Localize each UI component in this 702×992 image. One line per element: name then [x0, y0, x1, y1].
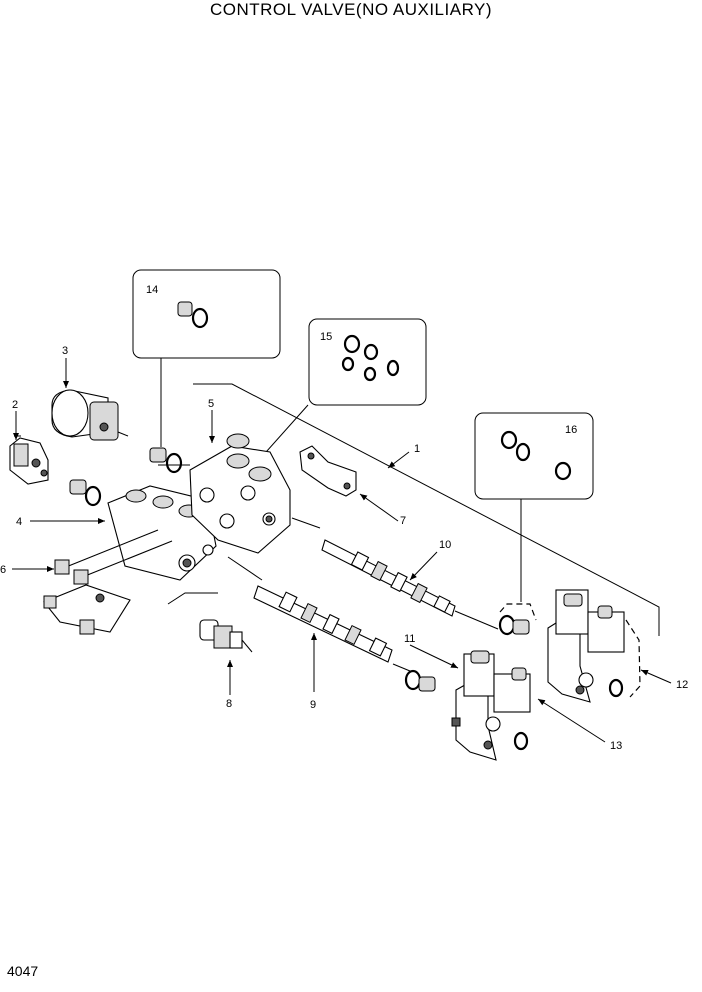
callout-1: 1 [414, 443, 420, 455]
seal-set-right [404, 614, 530, 692]
work-section-part-5 [189, 433, 291, 554]
spool-part-9 [253, 585, 393, 663]
page-number: 4047 [7, 963, 39, 979]
callout-7: 7 [400, 515, 406, 527]
seal-set-left [69, 447, 183, 507]
callout-labels: 1 2 3 4 5 6 7 8 9 10 11 12 13 14 15 16 [0, 284, 688, 752]
callout-13: 13 [610, 740, 622, 752]
kit-box-15 [308, 318, 427, 406]
callout-15: 15 [320, 331, 332, 343]
inlet-block-part-4 [107, 485, 217, 581]
callout-4: 4 [16, 516, 22, 528]
bracket-part-7 [299, 445, 357, 497]
callout-2: 2 [12, 399, 18, 411]
callout-8: 8 [226, 698, 232, 710]
solenoid-valve-part-11 [451, 650, 531, 761]
relief-valve-part-8 [199, 619, 253, 653]
motor-part-3 [51, 389, 129, 441]
callout-9: 9 [310, 699, 316, 711]
callout-arrows [12, 358, 672, 743]
callout-5: 5 [208, 398, 214, 410]
kit-box-16 [474, 412, 594, 500]
callout-11: 11 [404, 633, 415, 645]
solenoid-valve-part-12 [547, 589, 625, 703]
tie-rods-part-6 [43, 529, 173, 635]
sensor-part-2 [9, 437, 49, 485]
assembly-lines [158, 358, 660, 698]
spool-part-10 [321, 539, 456, 617]
callout-6: 6 [0, 564, 6, 576]
callout-10: 10 [439, 539, 451, 551]
callout-16: 16 [565, 424, 577, 436]
callout-3: 3 [62, 345, 68, 357]
page-title: CONTROL VALVE(NO AUXILIARY) [209, 0, 493, 19]
kit-box-14 [132, 269, 281, 359]
callout-12: 12 [676, 679, 688, 691]
callout-14: 14 [146, 284, 158, 296]
